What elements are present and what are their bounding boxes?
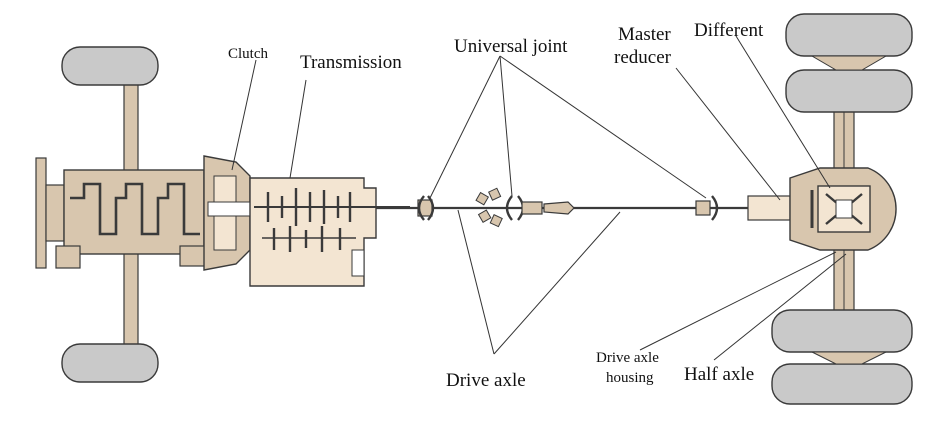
- label-drive-axle: Drive axle: [446, 370, 526, 391]
- label-different: Different: [694, 20, 764, 41]
- label-half-axle: Half axle: [684, 364, 754, 385]
- drive-axle-leader-2: [493, 211, 621, 355]
- front-axle-assembly: [61, 46, 159, 383]
- label-master: Master: [618, 24, 671, 45]
- rear-wheels: [771, 13, 913, 405]
- drive-axle-leader-1: [457, 209, 495, 355]
- crankshaft: [70, 182, 200, 236]
- front-right-wheel: [61, 343, 159, 383]
- transmission-leader: [289, 79, 307, 179]
- reverse-idler: [351, 249, 365, 277]
- ujoint-leader-1: [429, 55, 501, 199]
- front-left-wheel: [61, 46, 159, 86]
- ujoint-leader-2: [499, 55, 513, 197]
- half-axle-leader: [713, 253, 847, 361]
- rear-left-outer-wheel: [785, 13, 913, 57]
- master-reducer-leader: [675, 67, 781, 201]
- clutch-leader: [231, 59, 257, 171]
- leader-lines: [231, 35, 847, 361]
- rear-left-hub: [810, 55, 888, 71]
- universal-joint-exploded: [475, 187, 503, 228]
- label-universal-joint: Universal joint: [454, 36, 568, 57]
- label-drive-axle-housing-1: Drive axle: [596, 350, 659, 366]
- rear-left-inner-wheel: [785, 69, 913, 113]
- engine: [35, 157, 211, 269]
- different-leader: [735, 35, 831, 189]
- spline-shaft: [543, 201, 575, 215]
- spider-gear: [835, 199, 853, 219]
- label-drive-axle-housing-2: housing: [606, 370, 654, 386]
- propeller-shaft: [376, 187, 800, 228]
- rear-right-outer-wheel: [771, 363, 913, 405]
- ujoint-leader-3: [499, 55, 707, 199]
- engine-fan: [35, 157, 47, 269]
- slip-yoke: [521, 201, 543, 215]
- rear-right-hub: [811, 351, 887, 365]
- transmission-box: [249, 177, 410, 287]
- label-reducer: reducer: [614, 47, 672, 68]
- universal-joint-rear: [695, 200, 711, 216]
- transmission-gears: [266, 188, 352, 252]
- clutch-housing: [203, 155, 259, 271]
- labels: Clutch Transmission Universal joint Mast…: [228, 20, 764, 391]
- rear-axle-assembly: [747, 25, 897, 391]
- engine-mount-left: [55, 245, 81, 269]
- rear-right-inner-wheel: [771, 309, 913, 353]
- pinion-housing: [747, 195, 791, 221]
- label-transmission: Transmission: [300, 52, 402, 73]
- engine-pulley: [45, 184, 65, 242]
- label-clutch: Clutch: [228, 46, 268, 62]
- housing-leader: [639, 251, 837, 351]
